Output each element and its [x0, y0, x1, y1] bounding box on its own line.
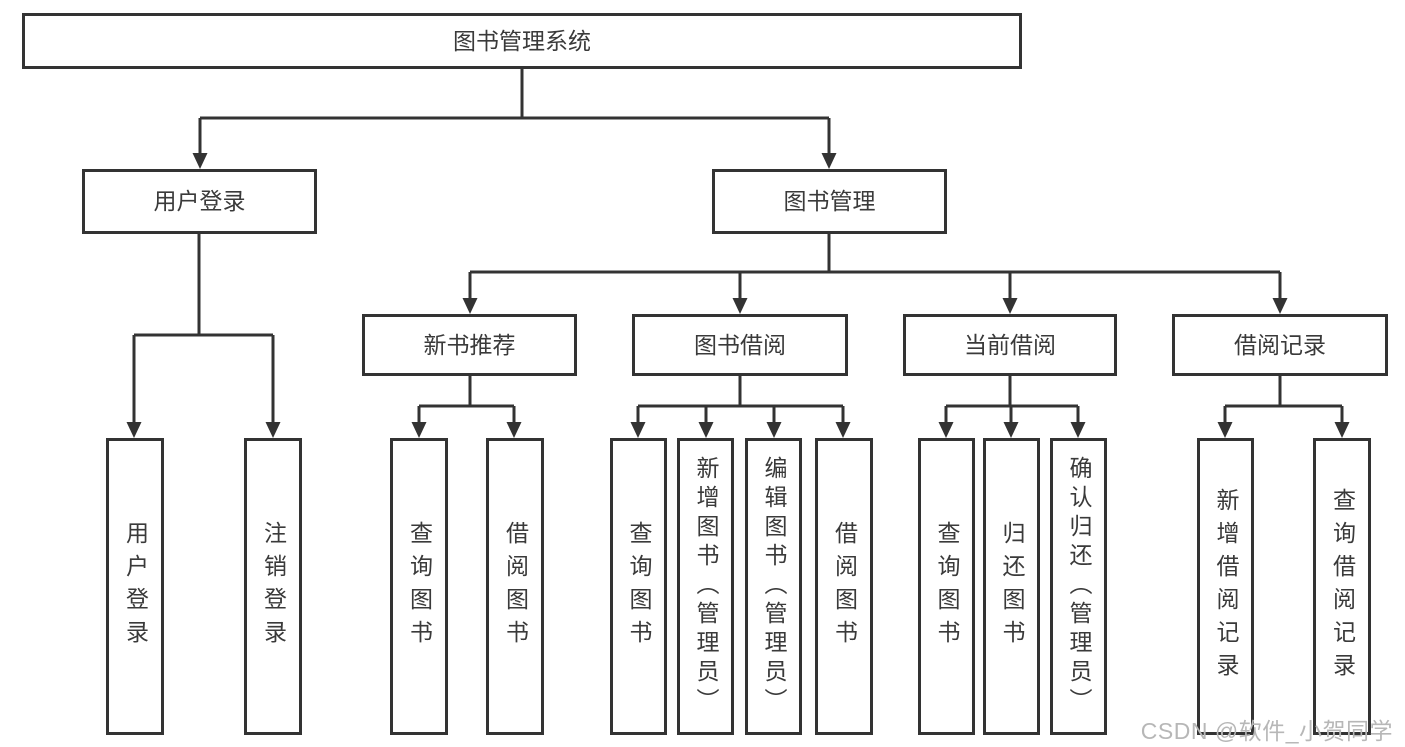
node-user-login: 用户登录 [82, 169, 317, 234]
leaf-edit-book-admin: 编辑图书（管理员） [745, 438, 802, 735]
leaf-borrow-book: 借阅图书 [815, 438, 873, 735]
csdn-watermark: CSDN @软件_小贺同学 [1140, 718, 1393, 744]
leaf-query-book-current: 查询图书 [918, 438, 975, 735]
leaf-logout: 注销登录 [244, 438, 302, 735]
node-new-book-recommend: 新书推荐 [362, 314, 577, 376]
node-book-management: 图书管理 [712, 169, 947, 234]
leaf-borrow-book-recommend: 借阅图书 [486, 438, 544, 735]
leaf-user-login: 用户登录 [106, 438, 164, 735]
node-book-borrow: 图书借阅 [632, 314, 848, 376]
node-current-borrow: 当前借阅 [903, 314, 1117, 376]
node-borrow-record: 借阅记录 [1172, 314, 1388, 376]
leaf-add-book-admin: 新增图书（管理员） [677, 438, 734, 735]
leaf-query-book-borrow: 查询图书 [610, 438, 667, 735]
node-root-system: 图书管理系统 [22, 13, 1022, 69]
leaf-add-borrow-record: 新增借阅记录 [1197, 438, 1254, 735]
leaf-return-book: 归还图书 [983, 438, 1040, 735]
leaf-confirm-return-admin: 确认归还（管理员） [1050, 438, 1107, 735]
leaf-query-book-recommend: 查询图书 [390, 438, 448, 735]
leaf-query-borrow-record: 查询借阅记录 [1313, 438, 1371, 735]
